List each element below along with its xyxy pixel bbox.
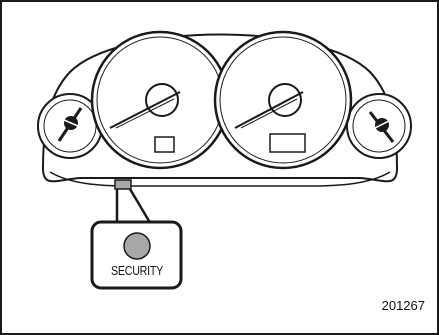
tachometer-needle-icon: [109, 91, 181, 129]
figure-number: 201267: [381, 298, 425, 313]
security-indicator-light: [114, 179, 132, 190]
tachometer-gauge: [90, 30, 230, 170]
security-indicator-icon: [123, 232, 151, 260]
left-gauge-needle-icon: [57, 107, 83, 142]
right-gauge-needle-icon: [368, 111, 395, 143]
speedometer-needle-icon: [234, 91, 304, 129]
right-small-gauge: [346, 93, 412, 159]
odometer-display-window: [269, 133, 306, 153]
speedometer-gauge: [213, 30, 353, 170]
security-label: SECURITY: [111, 263, 163, 278]
left-small-gauge: [37, 93, 103, 159]
tachometer-display-window: [154, 136, 175, 153]
callout-leader: [115, 188, 154, 227]
